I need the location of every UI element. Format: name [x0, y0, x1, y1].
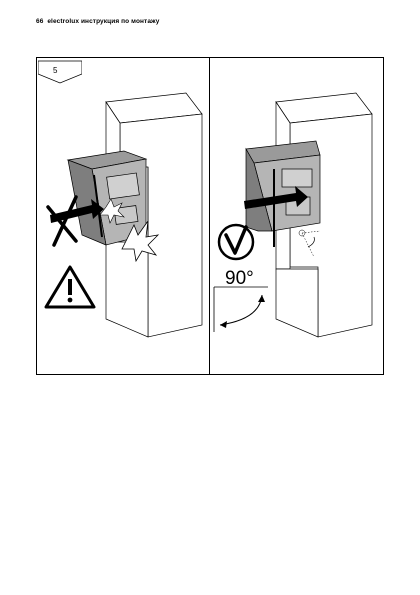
- oven-tilted: [66, 150, 148, 246]
- impact-burst-small-icon: [99, 198, 125, 224]
- correct-installation-illustration: [213, 92, 373, 338]
- figure-frame: [36, 57, 384, 375]
- step-number: 5: [53, 66, 58, 75]
- page-number: 66: [36, 18, 44, 25]
- right-angle-icon: [213, 286, 268, 332]
- push-arrow-icon: [50, 199, 104, 223]
- impact-burst-icon: [121, 220, 160, 263]
- figure-divider: [209, 57, 210, 375]
- warning-triangle-icon: [44, 265, 96, 309]
- page-header: 66 electrolux инструкция по монтажу: [36, 18, 159, 25]
- incorrect-installation-illustration: [44, 92, 203, 338]
- step-tab: [38, 60, 82, 84]
- angle-label: 90°: [225, 268, 254, 289]
- header-title: electrolux инструкция по монтажу: [47, 18, 160, 25]
- push-arrow-icon: [244, 186, 308, 209]
- door-swing-indicator: [298, 229, 321, 258]
- tall-cabinet: [105, 92, 203, 338]
- check-mark-circle-icon: [217, 223, 255, 261]
- cross-mark-icon: [46, 195, 78, 247]
